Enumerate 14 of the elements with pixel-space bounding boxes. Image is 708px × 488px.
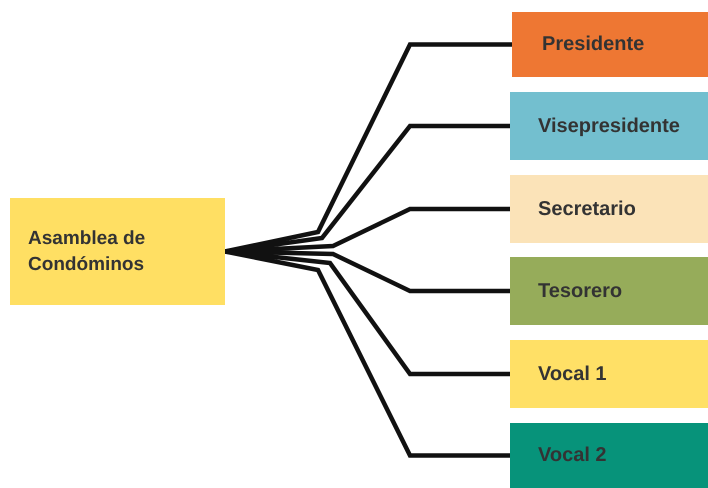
role-box <box>510 423 708 488</box>
role-box <box>510 92 708 160</box>
node-label: Vocal 2 <box>538 443 607 468</box>
node-label: Visepresidente <box>538 114 680 138</box>
role-box <box>510 175 708 243</box>
role-box <box>512 12 708 77</box>
role-box <box>510 257 708 325</box>
node-label: Secretario <box>538 196 636 222</box>
node-label: Presidente <box>542 32 644 57</box>
assembly-box <box>10 198 225 305</box>
node-label: Tesorero <box>538 278 622 304</box>
node-label: Vocal 1 <box>538 362 607 386</box>
node-label: Asamblea de Condóminos <box>28 226 146 276</box>
role-box <box>510 340 708 408</box>
